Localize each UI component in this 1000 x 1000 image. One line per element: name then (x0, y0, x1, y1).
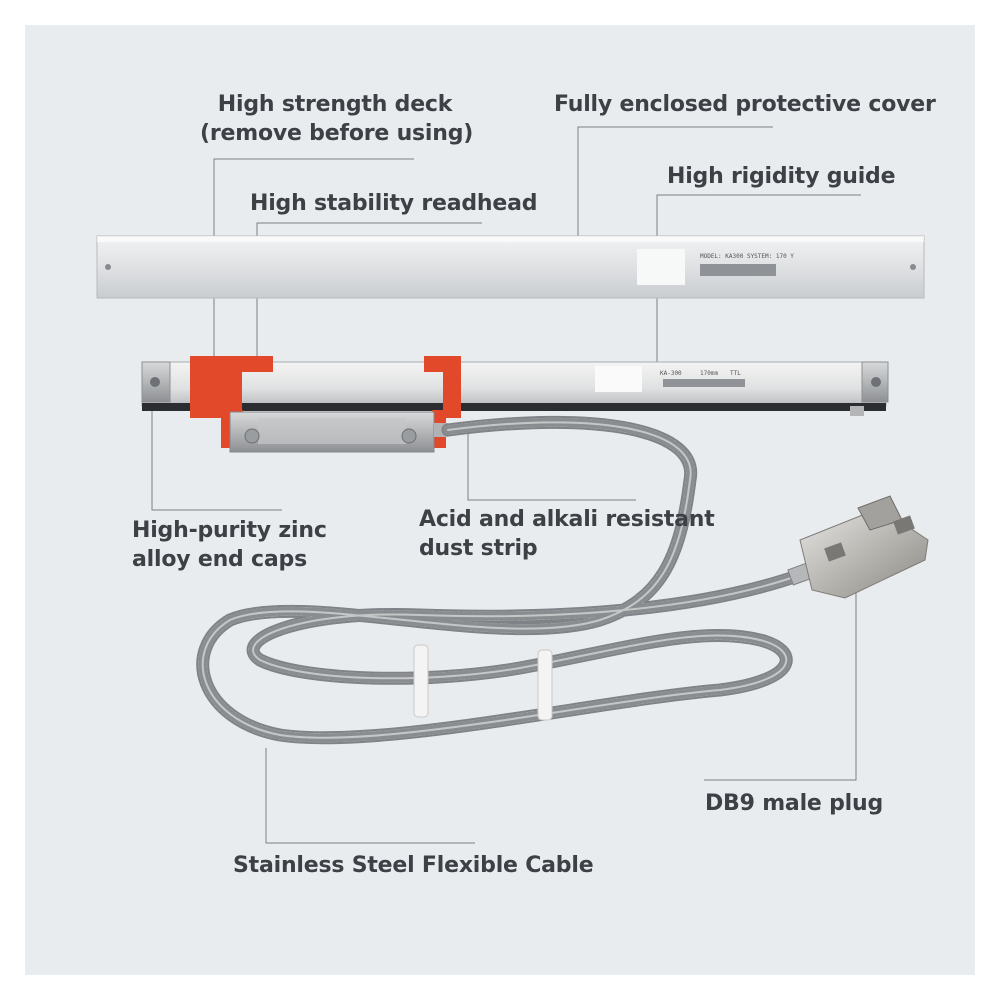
label-cover: Fully enclosed protective cover (554, 92, 936, 117)
stainless-steel-cable (196, 415, 807, 745)
label-endcaps-line2: alloy end caps (132, 547, 307, 572)
label-endcaps-line1: High-purity zinc (132, 518, 327, 543)
cover-model-text: MODEL: KA300 SYSTEM: 170 Y (700, 253, 794, 260)
screw-icon (401, 428, 417, 444)
label-deck: High strength deck (remove before using) (200, 90, 474, 148)
label-dust-line2: dust strip (419, 536, 538, 561)
scale-signal-text: TTL (730, 370, 741, 377)
label-dust-strip: Acid and alkali resistant dust strip (419, 505, 715, 563)
screw-icon (105, 264, 111, 270)
leader-readhead (256, 222, 482, 410)
scale-label-sticker (595, 366, 642, 392)
label-dust-line1: Acid and alkali resistant (419, 507, 715, 532)
scale-length-text: 170mm (700, 370, 718, 377)
label-cable: Stainless Steel Flexible Cable (233, 853, 594, 878)
leader-plug (704, 585, 857, 781)
leader-endcaps (151, 390, 282, 511)
label-deck-line1: High strength deck (217, 92, 453, 117)
leader-lines (151, 126, 861, 844)
label-endcaps: High-purity zinc alloy end caps (132, 516, 327, 574)
readhead (229, 411, 448, 453)
scale-model-text: KA-300 (660, 370, 682, 377)
label-readhead: High stability readhead (250, 191, 538, 216)
cover-label-sticker (637, 249, 685, 285)
end-cap-screw-icon (150, 377, 160, 387)
barcode-icon (663, 379, 745, 387)
barcode-icon (700, 264, 776, 276)
leader-guide (656, 194, 861, 370)
label-deck-line2: (remove before using) (200, 121, 474, 146)
end-cap-screw-icon (871, 377, 881, 387)
db9-plug (787, 495, 929, 599)
screw-icon (244, 428, 260, 444)
leader-cover (577, 126, 773, 268)
screw-icon (910, 264, 916, 270)
protective-cover: MODEL: KA300 SYSTEM: 170 Y (96, 235, 925, 299)
leader-cable (265, 748, 475, 844)
label-plug: DB9 male plug (705, 791, 883, 816)
label-guide: High rigidity guide (667, 164, 896, 189)
leader-deck (213, 158, 414, 372)
cable-ties (413, 644, 553, 721)
leader-dust (467, 432, 636, 501)
